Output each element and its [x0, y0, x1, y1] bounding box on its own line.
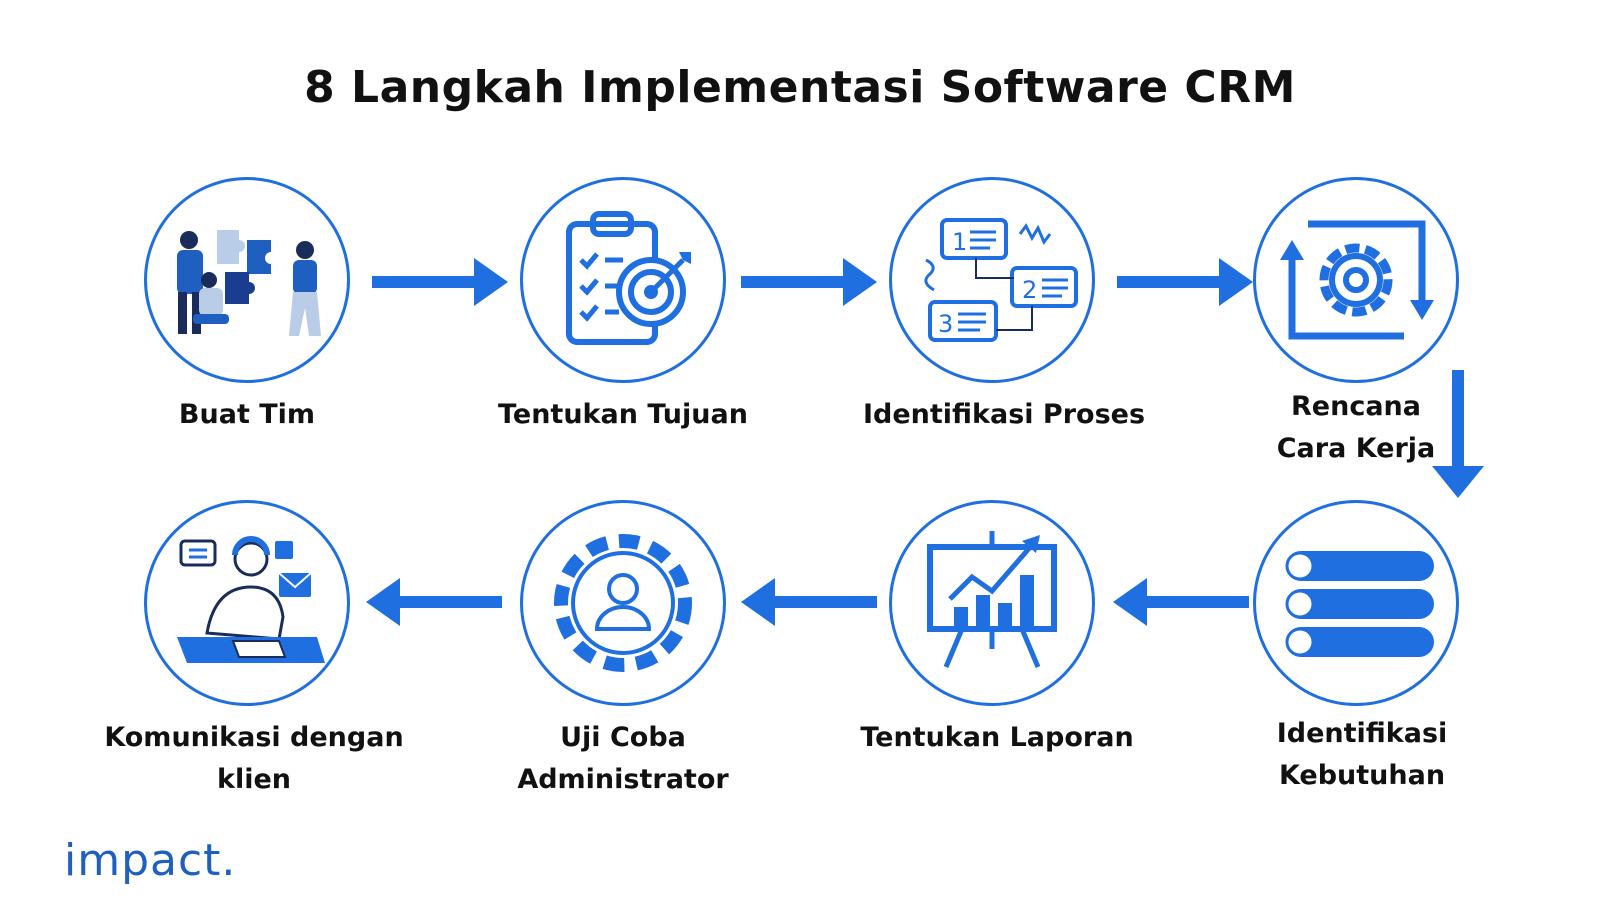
step-7-circle [520, 500, 726, 706]
step-2-label: Tentukan Tujuan [498, 399, 748, 430]
list-toggles-icon [1285, 551, 1434, 657]
arrow-down [1432, 370, 1484, 498]
step-8-circle [144, 500, 350, 706]
arrow-left-3 [366, 578, 502, 626]
process-flow-icon: 1 2 3 [924, 218, 1078, 342]
gear-user-icon [554, 534, 692, 672]
gear-cycle-icon [1280, 220, 1434, 340]
step-3-circle: 1 2 3 [889, 177, 1095, 383]
step-7-label: Uji Coba Administrator [517, 722, 729, 795]
arrow-right-3 [1117, 258, 1253, 306]
chart-board-icon [927, 531, 1057, 668]
arrow-right-2 [741, 258, 877, 306]
svg-text:3: 3 [938, 310, 953, 338]
step-6-label: Tentukan Laporan [860, 722, 1134, 753]
step-2-circle [520, 177, 726, 383]
step-1-circle [144, 177, 350, 383]
step-4-circle [1253, 177, 1459, 383]
step-6-circle [889, 500, 1095, 706]
arrow-left-2 [741, 578, 877, 626]
step-5-circle [1253, 500, 1459, 706]
step-3-label: Identifikasi Proses [862, 399, 1146, 430]
step-5-label: Identifikasi Kebutuhan [1276, 718, 1448, 791]
svg-text:1: 1 [952, 228, 967, 256]
svg-text:2: 2 [1022, 276, 1037, 304]
step-1-label: Buat Tim [178, 399, 316, 430]
support-agent-icon [177, 536, 325, 663]
impact-logo: impact. [64, 835, 237, 886]
step-8-label: Komunikasi dengan klien [104, 722, 404, 795]
arrow-right-1 [372, 258, 508, 306]
step-4-label: Rencana Cara Kerja [1276, 391, 1436, 464]
page-title: 8 Langkah Implementasi Software CRM [304, 62, 1296, 113]
clipboard-target-icon [566, 211, 691, 345]
team-puzzle-icon [177, 230, 321, 336]
arrow-left-1 [1113, 578, 1249, 626]
